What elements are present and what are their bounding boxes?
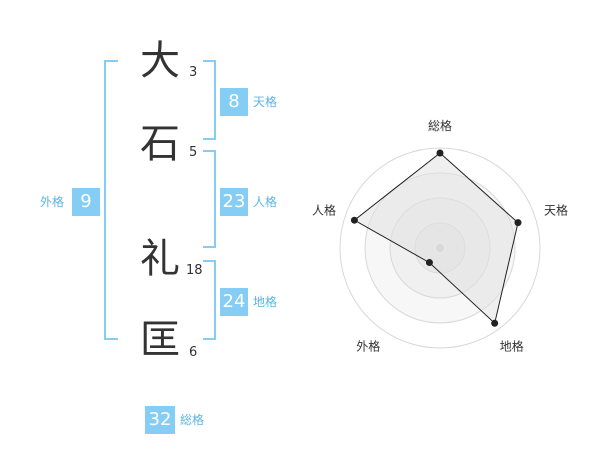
stroke-count-2: 5	[189, 145, 198, 160]
radar-axis-label-4: 外格	[356, 339, 380, 354]
jinkaku-badge: 23	[220, 188, 248, 216]
radar-axis-label-3: 地格	[500, 339, 524, 354]
radar-point-3	[491, 319, 499, 327]
radar-point-1	[436, 149, 444, 157]
radar-point-5	[350, 216, 358, 224]
name-char-3: 礼	[140, 236, 180, 282]
name-char-1: 大	[140, 38, 180, 84]
stroke-count-4: 6	[189, 345, 198, 360]
radar-axis-label-1: 総格	[428, 118, 452, 133]
chikaku-bracket	[203, 260, 216, 340]
soukaku-label: 総格	[180, 413, 205, 427]
gaikaku-badge: 9	[72, 188, 100, 216]
tenkaku-badge: 8	[220, 88, 248, 116]
outer-bracket	[104, 60, 118, 340]
chikaku-label: 地格	[253, 295, 278, 309]
chikaku-badge: 24	[220, 288, 248, 316]
soukaku-badge: 32	[145, 406, 175, 434]
jinkaku-label: 人格	[253, 195, 278, 209]
radar-axis-label-2: 天格	[544, 202, 568, 217]
radar-series	[350, 149, 522, 327]
stroke-count-3: 18	[186, 263, 203, 278]
jinkaku-bracket	[203, 150, 216, 248]
radar-axis-label-5: 人格	[312, 202, 336, 217]
tenkaku-bracket	[203, 60, 216, 140]
radar-polygon	[353, 152, 519, 325]
name-char-2: 石	[140, 121, 180, 167]
name-char-4: 匡	[140, 317, 180, 363]
stroke-count-1: 3	[189, 65, 198, 80]
radar-point-4	[425, 259, 433, 267]
tenkaku-label: 天格	[253, 95, 278, 109]
radar-point-2	[514, 219, 522, 227]
gaikaku-label: 外格	[40, 195, 65, 209]
